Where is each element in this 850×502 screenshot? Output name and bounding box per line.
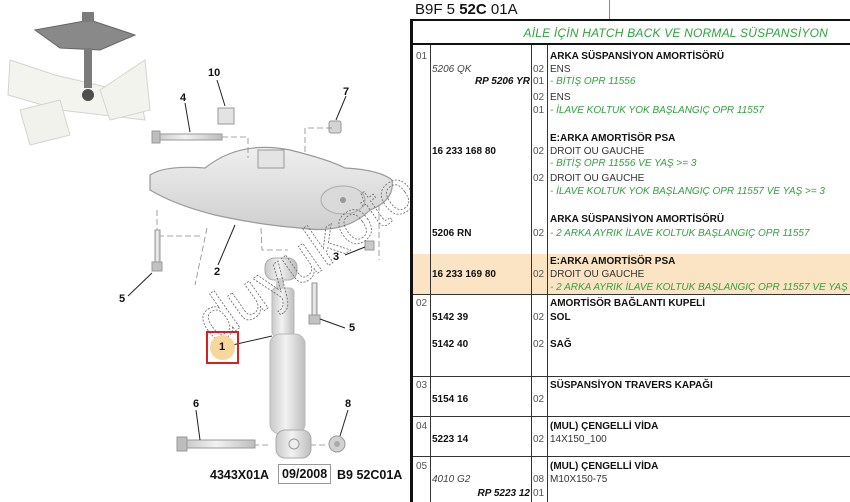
item-position: 05 bbox=[416, 461, 428, 472]
selected-callout-frame bbox=[206, 331, 239, 364]
qty: 02 bbox=[533, 394, 545, 405]
callout-3[interactable]: 3 bbox=[333, 251, 340, 263]
line-desc: SAĞ bbox=[550, 339, 572, 350]
callout-1[interactable]: 1 bbox=[219, 341, 226, 353]
part-ref[interactable]: 5142 39 bbox=[432, 312, 469, 323]
callout-5-right[interactable]: 5 bbox=[349, 322, 356, 334]
highlighted-row[interactable] bbox=[413, 254, 850, 294]
qty: 01 bbox=[533, 76, 545, 87]
qty: 02 bbox=[533, 228, 545, 239]
callout-7[interactable]: 7 bbox=[343, 86, 350, 98]
part-ref[interactable]: 5142 40 bbox=[432, 339, 469, 350]
part-ref[interactable]: 5206 QK bbox=[432, 64, 472, 75]
line-desc: ENS bbox=[550, 64, 571, 75]
qty: 02 bbox=[533, 64, 545, 75]
replacement-ref[interactable]: RP 5206 YR bbox=[474, 76, 530, 87]
item-title: AMORTİSÖR BAĞLANTI KUPELİ bbox=[550, 298, 705, 309]
catalog-group-code: B9F 5 52C 01A bbox=[410, 0, 610, 19]
item-position: 02 bbox=[416, 298, 428, 309]
line-desc: ENS bbox=[550, 92, 571, 103]
item-position: 03 bbox=[416, 380, 428, 391]
qty: 02 bbox=[533, 173, 545, 184]
line-desc: DROIT OU GAUCHE bbox=[550, 173, 645, 184]
callout-4[interactable]: 4 bbox=[180, 92, 187, 104]
line-desc: M10X150-75 bbox=[550, 474, 608, 485]
section-title: AİLE İÇİN HATCH BACK VE NORMAL SÜSPANSİY… bbox=[413, 19, 850, 45]
item-title: E:ARKA AMORTİSÖR PSA bbox=[550, 256, 676, 267]
row-separator bbox=[413, 416, 850, 417]
item-title: ARKA SÜSPANSİYON AMORTİSÖRÜ bbox=[550, 214, 725, 225]
line-desc: 14X150_100 bbox=[550, 434, 607, 445]
qty: 08 bbox=[533, 474, 545, 485]
item-title: E:ARKA AMORTİSÖR PSA bbox=[550, 133, 676, 144]
part-ref[interactable]: 16 233 169 80 bbox=[432, 269, 496, 280]
row-separator bbox=[413, 376, 850, 377]
part-ref[interactable]: 16 233 168 80 bbox=[432, 146, 496, 157]
illustration-date: 09/2008 bbox=[278, 464, 332, 484]
item-position: 04 bbox=[416, 421, 428, 432]
qty: 02 bbox=[533, 146, 545, 157]
line-desc: SOL bbox=[550, 312, 571, 323]
part-ref[interactable]: 4010 G2 bbox=[432, 474, 471, 485]
qty: 02 bbox=[533, 339, 545, 350]
line-note: - 2 ARKA AYRIK İLAVE KOLTUK BAŞLANGIÇ OP… bbox=[550, 282, 850, 293]
line-note: - BİTİŞ OPR 11556 VE YAŞ >= 3 bbox=[550, 158, 697, 169]
line-note: - BİTİŞ OPR 11556 bbox=[550, 76, 636, 87]
group-code-suffix: 01A bbox=[486, 1, 518, 18]
line-desc: DROIT OU GAUCHE bbox=[550, 269, 645, 280]
item-title: ARKA SÜSPANSİYON AMORTİSÖRÜ bbox=[550, 51, 725, 62]
line-note: - 2 ARKA AYRIK İLAVE KOLTUK BAŞLANGIÇ OP… bbox=[550, 228, 810, 239]
row-separator bbox=[413, 456, 850, 457]
suspension-illustration: duyukoto.com bbox=[7, 12, 410, 459]
part-ref[interactable]: 5154 16 bbox=[432, 394, 469, 405]
qty: 02 bbox=[533, 312, 545, 323]
axle-context bbox=[7, 12, 151, 146]
callout-5-left[interactable]: 5 bbox=[119, 293, 126, 305]
group-code-bold: 52C bbox=[459, 1, 487, 18]
row-separator bbox=[413, 294, 850, 295]
shock-absorber bbox=[264, 257, 312, 459]
qty: 02 bbox=[533, 434, 545, 445]
part-ref[interactable]: 5206 RN bbox=[432, 228, 472, 239]
item-title: SÜSPANSİYON TRAVERS KAPAĞI bbox=[550, 380, 713, 391]
line-desc: DROIT OU GAUCHE bbox=[550, 146, 645, 157]
part-ref[interactable]: 5223 14 bbox=[432, 434, 469, 445]
column-divider bbox=[547, 45, 548, 502]
item-title: (MUL) ÇENGELLİ VİDA bbox=[550, 421, 659, 432]
line-note: - İLAVE KOLTUK YOK BAŞLANGIÇ OPR 11557 bbox=[550, 105, 764, 116]
illustration-code: 4343X01A bbox=[210, 468, 270, 482]
qty: 02 bbox=[533, 269, 545, 280]
column-divider bbox=[531, 45, 532, 502]
callout-8[interactable]: 8 bbox=[345, 398, 352, 410]
parts-catalog-table: B9F 5 52C 01A AİLE İÇİN HATCH BACK VE NO… bbox=[410, 0, 850, 502]
column-divider bbox=[430, 45, 431, 502]
qty: 01 bbox=[533, 105, 545, 116]
selected-callout-marker[interactable] bbox=[210, 335, 235, 360]
callout-2[interactable]: 2 bbox=[214, 266, 221, 278]
item-position: 01 bbox=[416, 51, 428, 62]
line-note: - İLAVE KOLTUK YOK BAŞLANGIÇ OPR 11557 V… bbox=[550, 186, 825, 197]
callout-6[interactable]: 6 bbox=[193, 398, 200, 410]
group-code-prefix: B9F 5 bbox=[415, 1, 460, 18]
group-code: B9 52C01A bbox=[337, 468, 403, 482]
replacement-ref[interactable]: RP 5223 12 bbox=[477, 488, 530, 499]
table-frame bbox=[410, 19, 850, 502]
qty: 02 bbox=[533, 92, 545, 103]
item-title: (MUL) ÇENGELLİ VİDA bbox=[550, 461, 659, 472]
qty: 01 bbox=[533, 488, 545, 499]
callout-10[interactable]: 10 bbox=[208, 67, 221, 79]
exploded-parts-diagram: duyukoto.com 10 4 7 2 3 5 5 1 6 8 4343X0… bbox=[0, 0, 410, 502]
